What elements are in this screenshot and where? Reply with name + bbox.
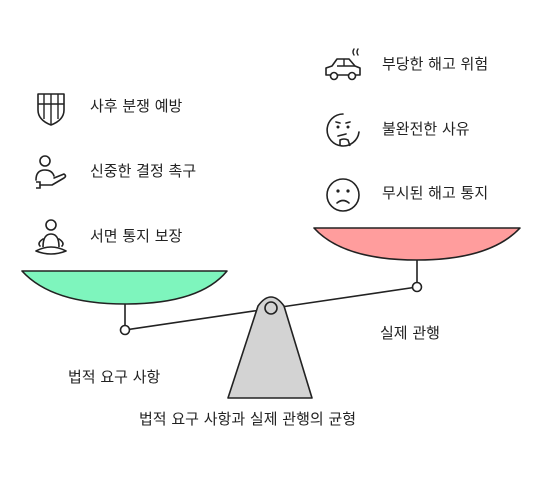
shield-icon	[30, 88, 72, 130]
right-pan-label: 실제 관행	[380, 324, 440, 342]
right-item-3-label: 무시된 해고 통지	[382, 184, 489, 202]
left-pivot	[119, 324, 131, 336]
left-pan	[21, 270, 228, 305]
right-pan	[313, 227, 521, 261]
diagram-title: 법적 요구 사항과 실제 관행의 균형	[139, 410, 357, 428]
left-pan-label: 법적 요구 사항	[68, 368, 161, 386]
sad-face-icon	[322, 174, 364, 216]
fulcrum	[227, 296, 313, 399]
hand-offer-icon	[30, 152, 72, 194]
left-item-1-label: 사후 분쟁 예방	[90, 97, 183, 115]
car-icon	[322, 45, 364, 87]
right-item-1-label: 부당한 해고 위험	[382, 55, 489, 73]
right-item-2-label: 불완전한 사유	[382, 120, 470, 138]
left-item-2-label: 신중한 결정 촉구	[90, 162, 197, 180]
left-item-3-label: 서면 통지 보장	[90, 227, 183, 245]
thinking-face-icon	[322, 110, 364, 152]
meditating-person-icon	[30, 217, 72, 259]
fulcrum-pivot	[264, 301, 278, 315]
right-pivot	[411, 281, 423, 293]
